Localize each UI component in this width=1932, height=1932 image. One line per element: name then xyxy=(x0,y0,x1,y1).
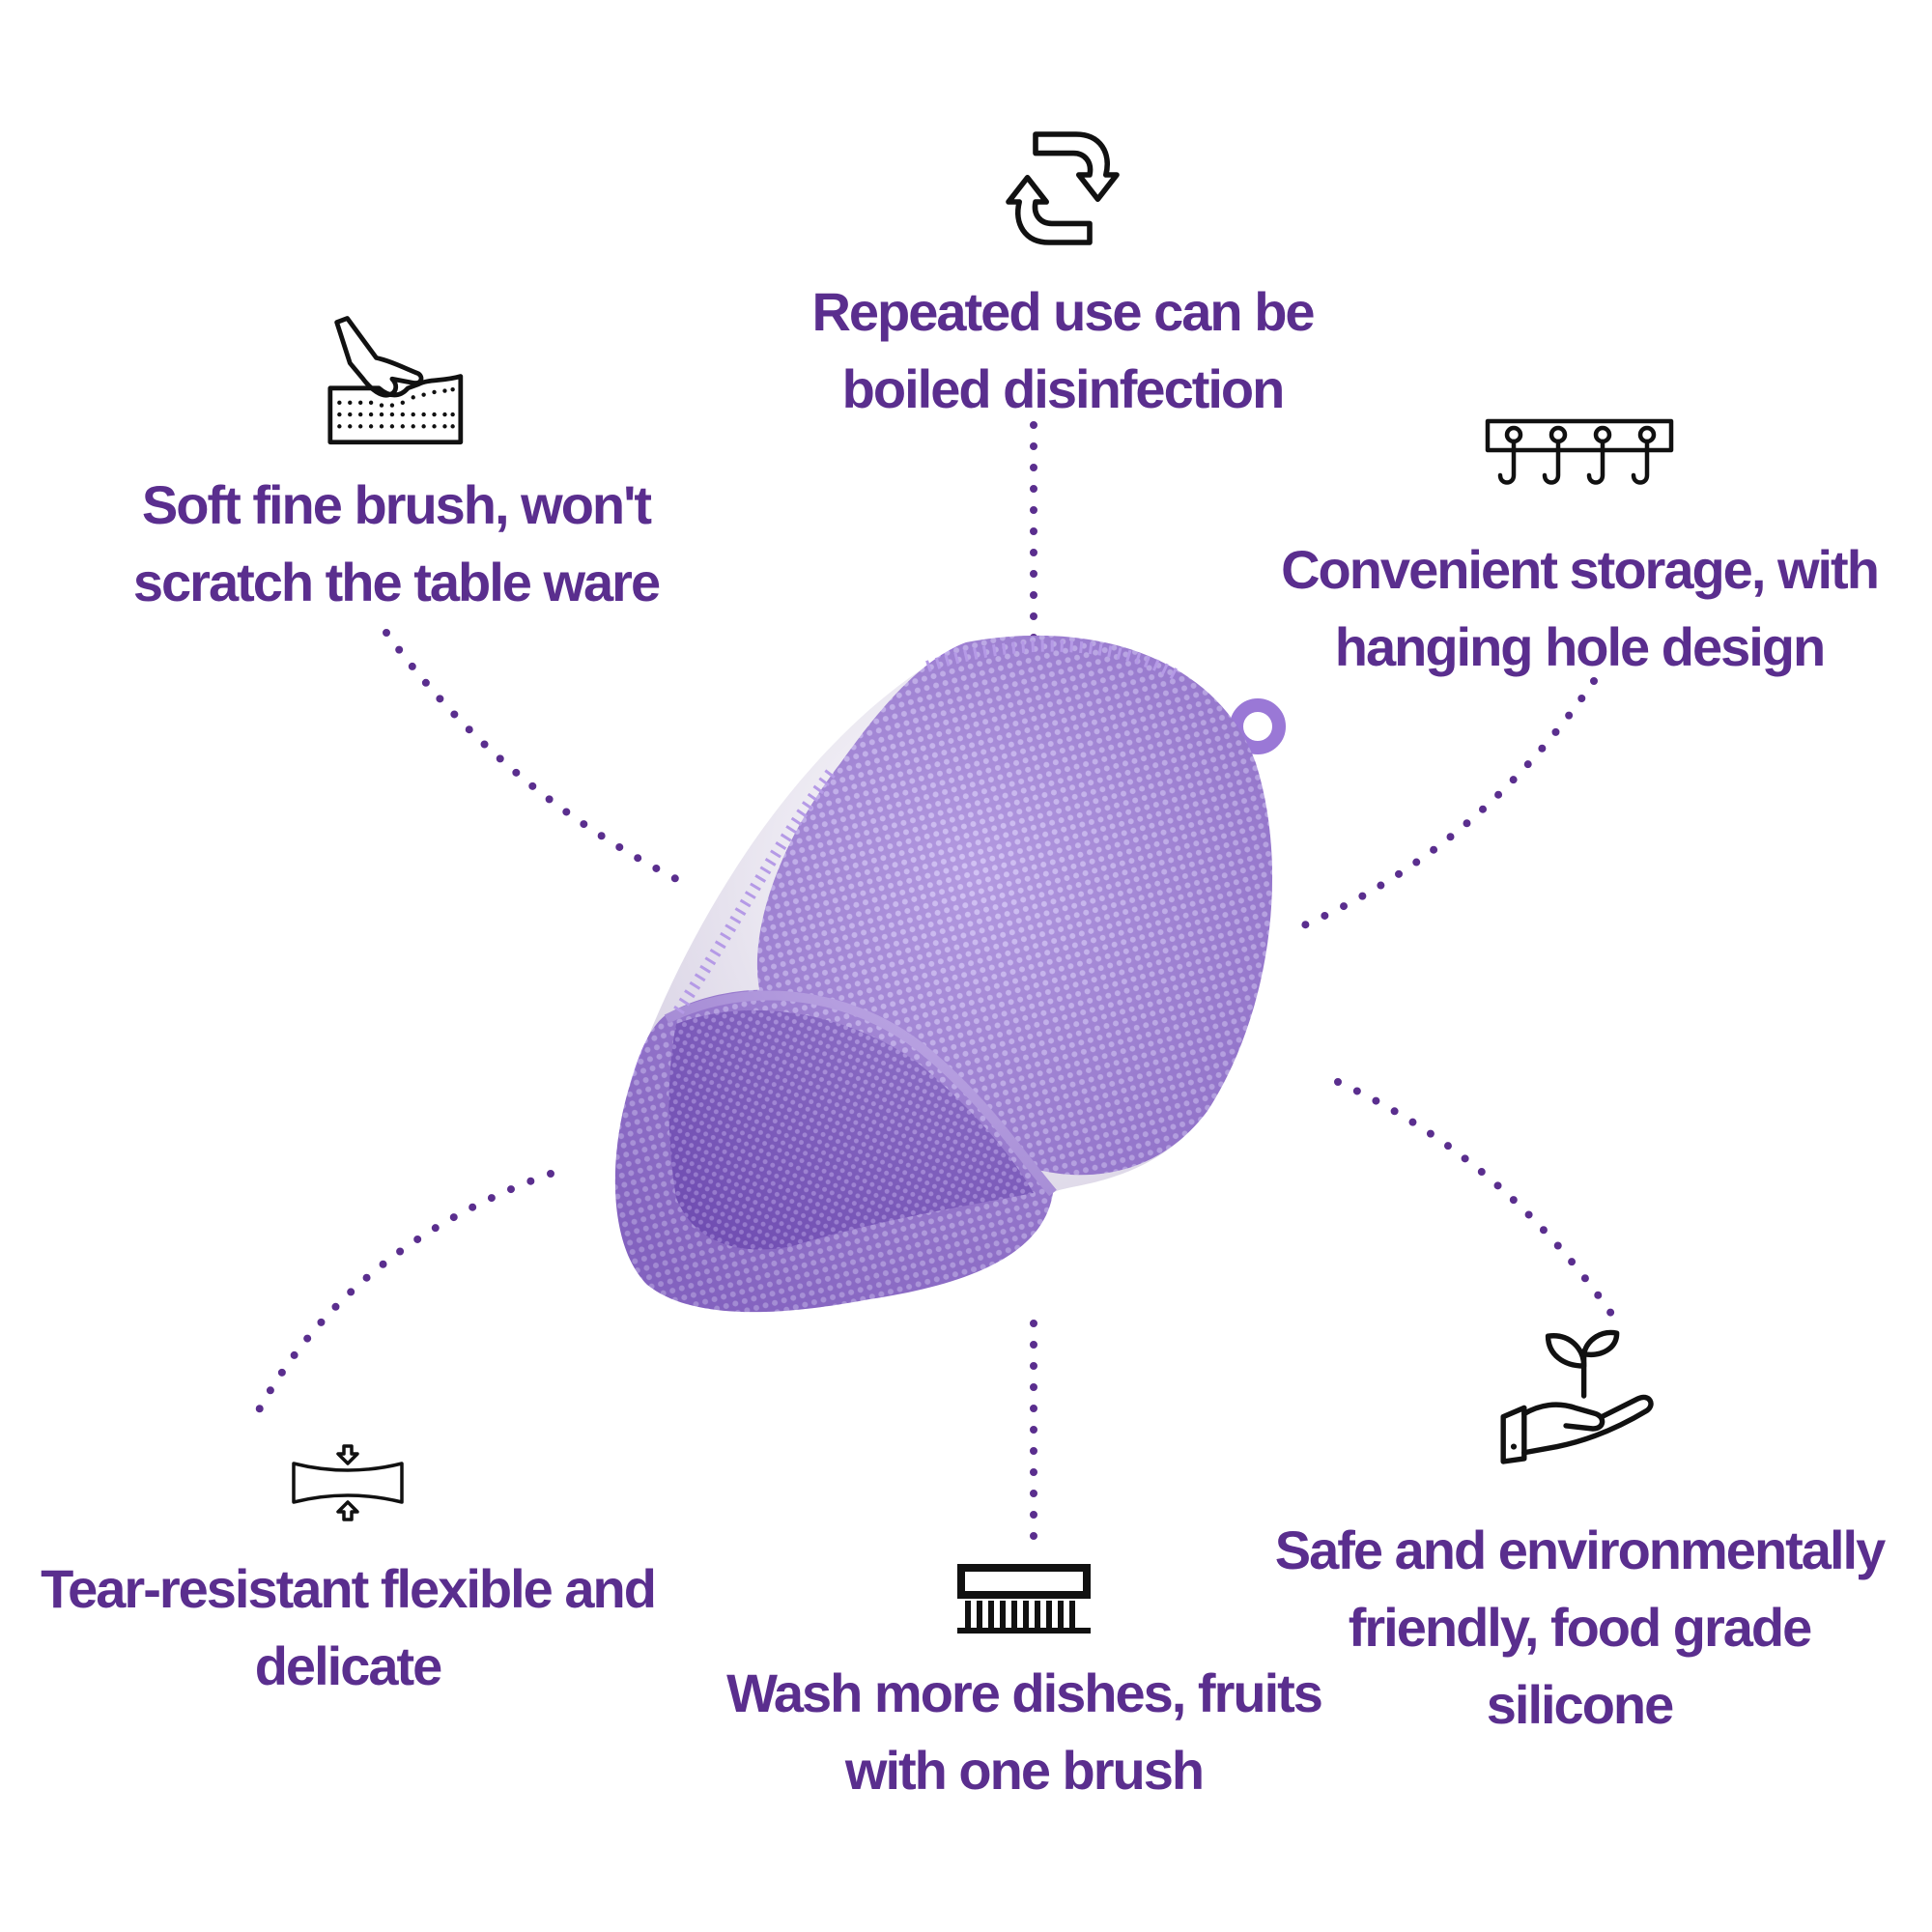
hand-with-plant-icon xyxy=(1500,1329,1654,1464)
label-line-2: hanging hole design xyxy=(1334,616,1826,677)
label-line-1: Repeated use can be xyxy=(811,281,1315,342)
label-line-3: silicone xyxy=(1486,1674,1675,1735)
feature-storage: Convenient storage, with hanging hole de… xyxy=(1270,415,1889,686)
label-line-2: friendly, food grade xyxy=(1348,1597,1813,1658)
label-line-1: Soft fine brush, won't xyxy=(141,474,652,535)
feature-soft-brush: Soft fine brush, won't scratch the table… xyxy=(87,314,705,621)
scrub-brush-icon xyxy=(957,1564,1091,1634)
feature-wash-more: Wash more dishes, fruits with one brush xyxy=(715,1560,1333,1809)
label-line-1: Tear-resistant flexible and xyxy=(41,1558,657,1619)
stretch-compress-icon xyxy=(292,1444,404,1521)
connector-tear xyxy=(252,1170,554,1419)
label-line-1: Convenient storage, with xyxy=(1281,539,1880,600)
silicone-scrubber xyxy=(614,635,1286,1313)
connector-safe xyxy=(1334,1078,1622,1327)
dotted-connectors xyxy=(252,421,1622,1545)
label-line-2: with one brush xyxy=(844,1740,1205,1801)
hook-rack-icon xyxy=(1485,418,1674,485)
connector-soft xyxy=(383,629,690,888)
feature-tear-resistant: Tear-resistant flexible and delicate xyxy=(39,1444,657,1705)
label-line-2: scratch the table ware xyxy=(132,552,661,612)
hand-on-sponge-icon xyxy=(327,316,464,445)
connector-storage xyxy=(1295,677,1598,931)
label-line-1: Safe and environmentally xyxy=(1274,1520,1886,1580)
label-line-2: delicate xyxy=(254,1635,443,1696)
recycle-arrows-icon xyxy=(1006,131,1120,245)
feature-boil-disinfection: Repeated use can be boiled disinfection xyxy=(753,121,1372,428)
label-line-1: Wash more dishes, fruits xyxy=(726,1662,1323,1723)
label-line-2: boiled disinfection xyxy=(841,358,1286,419)
feature-safe-silicone: Safe and environmentally friendly, food … xyxy=(1270,1319,1889,1744)
